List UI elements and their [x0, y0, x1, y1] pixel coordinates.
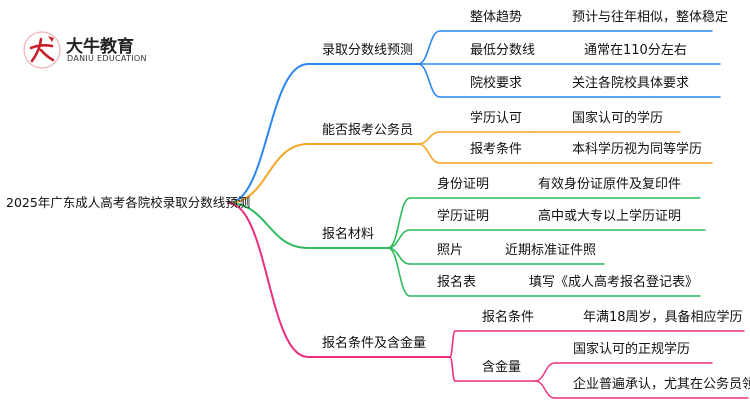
logo-text-cn: 大牛教育: [66, 37, 134, 57]
leaf-node: 通常在110分左右: [584, 43, 687, 58]
branch-node: 报名材料: [322, 227, 375, 242]
leaf-node: 近期标准证件照: [505, 243, 597, 258]
child-node: 报名条件: [482, 310, 535, 325]
child-connector: [387, 247, 411, 297]
logo-mark-icon: [23, 31, 61, 69]
branch-node: 报名条件及含金量: [322, 336, 427, 351]
leaf-node: 企业普遍承认，尤其在公务员领域: [573, 377, 750, 392]
child-connector: [417, 63, 441, 98]
logo: 大牛教育 DANIU EDUCATION: [22, 30, 172, 70]
leaf-node: 年满18周岁，具备相应学历: [583, 310, 743, 325]
leaf-node: 本科学历视为同等学历: [572, 142, 703, 157]
branch-connector: [227, 63, 309, 204]
leaf-node: 关注各院校具体要求: [572, 76, 690, 91]
logo-text-en: DANIU EDUCATION: [67, 54, 147, 63]
child-node: 照片: [437, 243, 464, 258]
root-node: 2025年广东成人高考各院校录取分数线预测: [6, 195, 251, 210]
child-connector: [417, 30, 441, 65]
leaf-node: 有效身份证原件及复印件: [538, 177, 682, 192]
child-connector: [449, 330, 456, 358]
child-node: 身份证明: [437, 177, 490, 192]
leaf-connector: [534, 380, 556, 399]
child-node: 整体趋势: [470, 10, 523, 25]
branch-connector: [227, 143, 309, 204]
child-connector: [417, 143, 441, 164]
child-connector: [387, 197, 411, 249]
branch-node: 录取分数线预测: [322, 43, 414, 58]
child-node: 院校要求: [470, 76, 523, 91]
leaf-node: 填写《成人高考报名登记表》: [529, 275, 699, 290]
child-node: 含金量: [482, 360, 522, 375]
branch-node: 能否报考公务员: [322, 123, 414, 138]
branch-connector: [227, 202, 309, 249]
child-node: 学历认可: [470, 111, 523, 126]
leaf-connector: [534, 362, 556, 382]
child-node: 报考条件: [470, 142, 523, 157]
leaf-node: 预计与往年相似，整体稳定: [572, 10, 729, 25]
leaf-node: 高中或大专以上学历证明: [538, 209, 682, 224]
child-node: 学历证明: [437, 209, 490, 224]
child-connector: [449, 356, 456, 382]
child-node: 报名表: [437, 275, 477, 290]
leaf-node: 国家认可的正规学历: [573, 342, 691, 357]
branch-connector: [227, 202, 309, 358]
leaf-node: 国家认可的学历: [572, 111, 664, 126]
child-node: 最低分数线: [470, 43, 536, 58]
